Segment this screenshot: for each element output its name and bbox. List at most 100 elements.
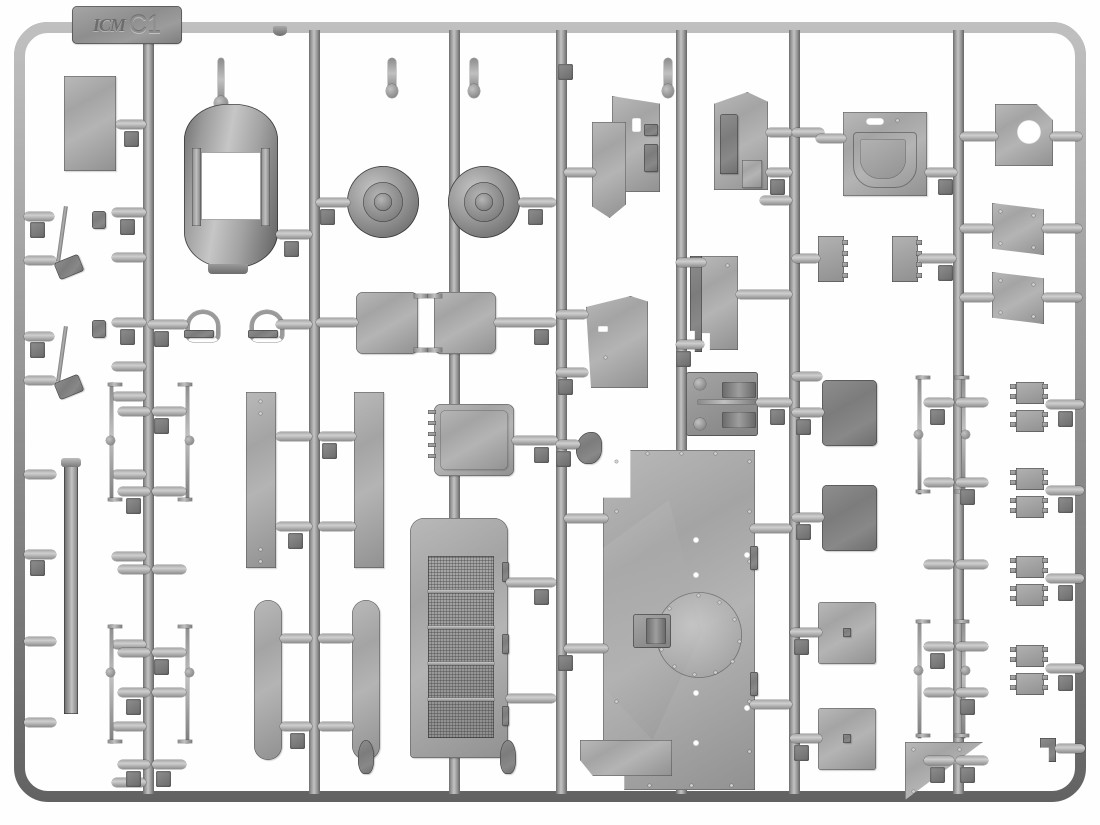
box-tab — [414, 348, 428, 352]
part-number-tag — [288, 533, 303, 549]
gate-rail2-p8 — [152, 648, 186, 657]
panel-rivet — [259, 400, 262, 403]
mud-guard-rivet — [726, 264, 729, 267]
gate-small-irregular — [556, 440, 580, 449]
gate-left-4 — [24, 718, 56, 727]
gate-shackle-right — [276, 320, 312, 329]
gate-rail7-r9 — [924, 688, 954, 697]
part-number-tag — [558, 64, 573, 80]
part-number-tag — [796, 524, 811, 540]
bracket-rivet — [999, 279, 1002, 282]
part-number-tag — [1058, 675, 1073, 691]
gate-toothed-bracket-1 — [1046, 400, 1084, 409]
part-number-tag — [322, 443, 337, 459]
bracket-rivet — [1032, 246, 1035, 249]
part-hanging-pin-1 — [388, 58, 396, 92]
part-number-tag — [154, 331, 169, 347]
part-track-guide-2 — [892, 236, 918, 282]
icm-logo-text: ICM — [93, 14, 126, 35]
part-number-tag — [284, 241, 299, 257]
gate-rail2-p7 — [118, 648, 150, 657]
gate-rail6-b — [792, 372, 822, 381]
part-stowage-bin-1 — [822, 380, 877, 446]
gate-rail7-r11 — [924, 756, 954, 765]
part-fuel-tank-strap-left — [192, 148, 201, 226]
gate-rail7-r4 — [956, 478, 988, 487]
gate-pedal-1a — [24, 212, 54, 221]
brand-tab: ICM C1 — [72, 6, 182, 44]
part-bottom-teardrop-1 — [358, 740, 374, 774]
plate-side-lug-1 — [750, 546, 758, 570]
part-number-tag — [960, 767, 975, 783]
part-number-tag — [120, 329, 135, 345]
gate-upper-right-stub — [792, 128, 824, 137]
gate-engine-deck-1 — [506, 578, 556, 587]
part-hanging-pin-2 — [470, 58, 478, 92]
gate-lifting-eye-left — [960, 132, 998, 141]
gate-louver-hatch — [512, 436, 558, 445]
gate-rail1-l2 — [112, 470, 146, 479]
gate-toothed-bracket-2 — [1046, 486, 1084, 495]
hull-front-insert — [720, 114, 738, 174]
gate-rail2-p12 — [152, 760, 186, 769]
driver-hatch-detail — [644, 124, 658, 136]
gate-rail2-p9 — [118, 688, 150, 697]
gate-armour-plate-r2 — [750, 700, 792, 709]
bottom-triangle-rivet — [958, 748, 961, 751]
gate-rounded-box-2 — [494, 318, 556, 327]
bracket-rivet — [999, 210, 1002, 213]
part-small-tab-1 — [92, 211, 106, 229]
mesh-band — [428, 698, 494, 701]
gate-access-panel-2 — [790, 734, 822, 743]
panel-rivet — [259, 548, 262, 551]
gate-mud-guard — [736, 290, 792, 299]
gate-rail7-r12 — [956, 756, 988, 765]
part-number-tag — [794, 745, 809, 761]
deck-clip — [502, 634, 509, 654]
access-panel-2-latch — [843, 734, 851, 743]
sprue-vertical-rail-2 — [309, 30, 320, 794]
part-fuel-tank-window — [201, 152, 261, 220]
part-number-tag — [960, 489, 975, 505]
part-number-tag — [534, 329, 549, 345]
part-large-armour-plate — [603, 450, 755, 790]
bottom-triangle-rivet — [912, 748, 915, 751]
part-side-detail-plate — [586, 296, 648, 388]
part-skirt-panel-2 — [354, 392, 384, 568]
gate-pedal-2b — [24, 376, 56, 385]
gate-rail1-u4 — [112, 362, 146, 371]
gate-twin-hinge — [756, 398, 792, 407]
gate-track-guide-2 — [918, 254, 956, 263]
gate-top-left-plate — [116, 120, 146, 129]
part-rounded-box-half-1 — [356, 292, 418, 354]
gate-stowage-bin-1 — [792, 408, 824, 417]
road-wheel-1-cap — [374, 193, 392, 211]
gate-pedal-2a — [24, 332, 54, 341]
gate-lifting-eye-right — [1050, 132, 1082, 141]
part-number-tag — [930, 767, 945, 783]
gate-left-1 — [24, 470, 56, 479]
driver-hatch-detail-2 — [644, 144, 658, 172]
sprue-vertical-rail-7 — [953, 30, 964, 794]
part-small-irregular — [576, 432, 602, 464]
gate-rail2-p10 — [152, 688, 186, 697]
hatch-plate-inner — [860, 139, 906, 179]
box-tab — [414, 294, 428, 298]
gate-bracket-2-left — [960, 293, 994, 302]
hatch-plate-rivet — [896, 119, 899, 122]
gate-fender-1a — [280, 634, 312, 643]
part-number-tag — [1058, 411, 1073, 427]
gate-skirt-2b — [318, 522, 356, 531]
part-number-tag — [154, 418, 169, 434]
part-driver-plate-side — [592, 122, 626, 218]
access-panel-1-latch — [843, 628, 851, 637]
gate-rail6-a — [760, 196, 792, 205]
panel-rivet — [259, 560, 262, 563]
part-number-tag — [120, 219, 135, 235]
part-number-tag — [930, 653, 945, 669]
gate-fender-2b — [318, 722, 354, 731]
part-number-tag — [770, 179, 785, 195]
part-exhaust-cap — [61, 458, 81, 467]
part-number-tag — [30, 560, 45, 576]
